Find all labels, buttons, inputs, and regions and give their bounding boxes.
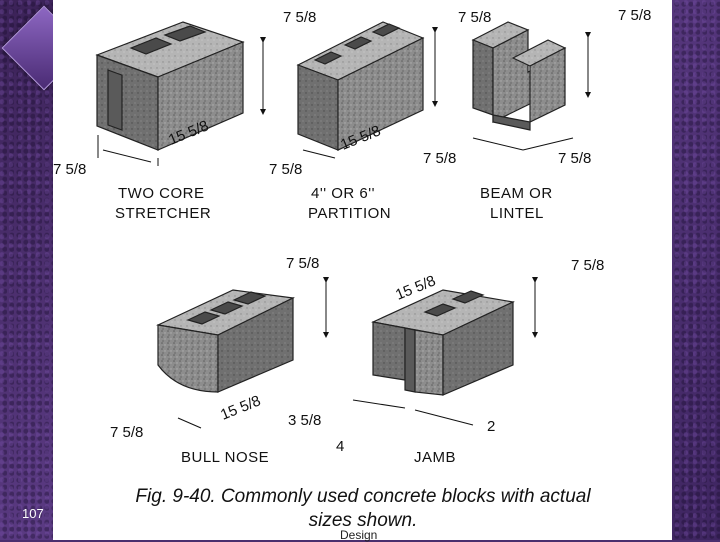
caption-line-2: sizes shown. [308, 510, 418, 531]
jamb-core-label: 3 5/8 [288, 412, 321, 429]
bull-nose-height-label: 7 5/8 [286, 255, 319, 272]
slide-page-number: 107 [22, 506, 44, 521]
lintel-name-line2: LINTEL [490, 205, 544, 222]
concrete-blocks-diagram: 7 5/8 15 5/8 7 5/8 TWO CORE STRETCHER 7 … [53, 7, 651, 466]
partition-block [296, 21, 425, 151]
slide-footer: Design [340, 528, 378, 542]
caption-line-1: Fig. 9-40. Commonly used concrete blocks… [135, 486, 591, 507]
bull-nose-dimensions [177, 277, 329, 429]
stretcher-name-line2: STRETCHER [115, 205, 211, 222]
partition-width-label: 7 5/8 [269, 161, 302, 178]
figure-caption: Fig. 9-40. Commonly used concrete blocks… [73, 485, 653, 533]
stretcher-height-label: 7 5/8 [283, 9, 316, 26]
bull-nose-block [155, 289, 296, 393]
partition-dimensions [302, 27, 438, 159]
jamb-name: JAMB [414, 449, 456, 466]
lintel-name-line1: BEAM OR [480, 185, 553, 202]
beam-lintel-block [471, 21, 567, 131]
lintel-width-label: 7 5/8 [423, 150, 456, 167]
jamb-height-label: 7 5/8 [571, 257, 604, 274]
jamb-dimensions [352, 277, 538, 426]
partition-name-line2: PARTITION [308, 205, 391, 222]
jamb-offset-label: 4 [336, 438, 344, 455]
stretcher-name-line1: TWO CORE [118, 185, 205, 202]
stretcher-width-label: 7 5/8 [53, 161, 86, 178]
bull-nose-width-label: 7 5/8 [110, 424, 143, 441]
figure-panel: 7 5/8 15 5/8 7 5/8 TWO CORE STRETCHER 7 … [53, 0, 672, 540]
lintel-height-label: 7 5/8 [618, 7, 651, 24]
partition-name-line1: 4'' OR 6'' [311, 185, 375, 202]
bull-nose-name: BULL NOSE [181, 449, 269, 466]
lintel-depth-label: 7 5/8 [558, 150, 591, 167]
jamb-block [371, 289, 515, 396]
lintel-dimensions [472, 32, 591, 151]
two-core-stretcher-block [95, 21, 245, 151]
jamb-slot-label: 2 [487, 418, 495, 435]
stretcher-dimensions [97, 37, 266, 166]
partition-height-label: 7 5/8 [458, 9, 491, 26]
bull-nose-length-label: 15 5/8 [218, 392, 263, 423]
